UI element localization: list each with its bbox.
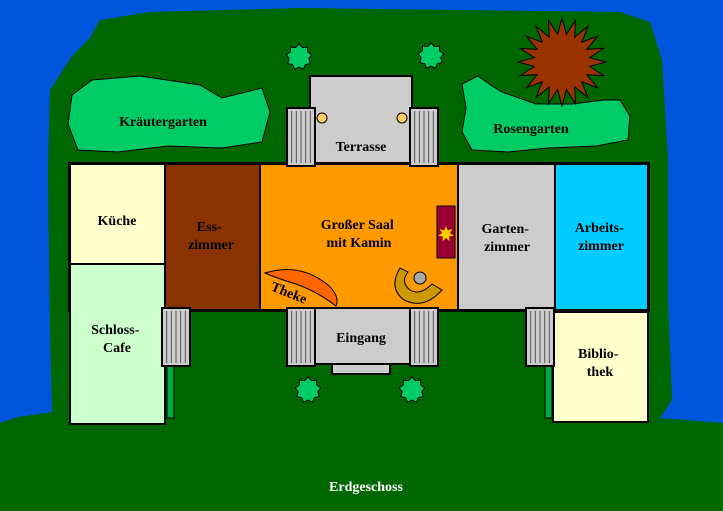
terrasse-label: Terrasse bbox=[336, 140, 387, 155]
theke-counter bbox=[263, 268, 338, 307]
rosengarten-area bbox=[461, 75, 631, 153]
kraeutergarten-label: Kräutergarten bbox=[119, 115, 207, 130]
kueche-area bbox=[69, 163, 166, 265]
gartenzimmer-area bbox=[457, 163, 556, 311]
esszimmer-area bbox=[164, 163, 261, 311]
arbeitszimmer-label: Arbeits- zimmer bbox=[575, 221, 628, 254]
kraeutergarten[interactable]: Kräutergarten bbox=[67, 75, 271, 153]
map-title: Erdgeschoss bbox=[329, 480, 403, 495]
sculpture-icon bbox=[394, 267, 443, 304]
sun-bush-shape bbox=[516, 16, 608, 108]
eingang-label: Eingang bbox=[336, 331, 386, 346]
terrasse[interactable]: Terrasse bbox=[309, 75, 413, 165]
shrub-icon bbox=[398, 376, 426, 403]
kueche-label: Küche bbox=[98, 214, 137, 229]
eingang[interactable]: Eingang bbox=[309, 307, 413, 375]
lamp-icon bbox=[396, 112, 408, 124]
schlosscafe-label-line: Cafe bbox=[103, 341, 131, 356]
shrub-shape bbox=[417, 42, 445, 69]
shrub-icon bbox=[417, 42, 445, 69]
schlosscafe[interactable]: Schloss- Cafe bbox=[69, 263, 166, 425]
kueche[interactable]: Küche bbox=[69, 163, 166, 265]
shrub-shape bbox=[285, 43, 313, 70]
shrub-icon bbox=[294, 376, 322, 403]
bibliothek-label-line: thek bbox=[587, 365, 614, 380]
column-group bbox=[161, 107, 555, 367]
shrub-shape bbox=[398, 376, 426, 403]
schlosscafe-area bbox=[69, 263, 166, 425]
shrub-shape bbox=[294, 376, 322, 403]
door-cafe[interactable] bbox=[166, 365, 175, 419]
column-icon bbox=[525, 307, 555, 367]
arbeitszimmer-label-line: zimmer bbox=[578, 239, 624, 254]
rosengarten[interactable]: Rosengarten bbox=[461, 75, 631, 153]
bibliothek[interactable]: Biblio- thek bbox=[552, 311, 649, 423]
gartenzimmer-label: Garten- zimmer bbox=[482, 222, 533, 255]
grosser-saal[interactable]: Großer Saal mit Kamin Theke bbox=[259, 163, 459, 311]
column-icon bbox=[409, 107, 439, 167]
flame-icon bbox=[438, 226, 454, 242]
column-icon bbox=[409, 307, 439, 367]
saal-label-line: mit Kamin bbox=[327, 236, 392, 251]
bibliothek-area bbox=[552, 311, 649, 423]
column-icon bbox=[286, 307, 316, 367]
shrub-icon bbox=[285, 43, 313, 70]
door-bibliothek[interactable] bbox=[544, 365, 553, 419]
fireplace-icon bbox=[436, 205, 456, 259]
saal-label-line: Großer Saal bbox=[321, 218, 394, 233]
stone-icon bbox=[413, 271, 427, 285]
saal-label: Großer Saal mit Kamin bbox=[321, 218, 398, 251]
gartenzimmer[interactable]: Garten- zimmer bbox=[457, 163, 556, 311]
column-icon bbox=[286, 107, 316, 167]
gartenzimmer-label-line: zimmer bbox=[484, 240, 530, 255]
column-icon bbox=[161, 307, 191, 367]
rosengarten-label: Rosengarten bbox=[493, 122, 569, 137]
lamp-icon bbox=[316, 112, 328, 124]
bibliothek-label-line: Biblio- bbox=[578, 347, 619, 362]
eingang-area bbox=[309, 307, 413, 365]
schlosscafe-label-line: Schloss- bbox=[91, 323, 140, 338]
kraeutergarten-area bbox=[67, 75, 271, 153]
bibliothek-label: Biblio- thek bbox=[578, 347, 622, 380]
gartenzimmer-label-line: Garten- bbox=[482, 222, 530, 237]
arbeitszimmer[interactable]: Arbeits- zimmer bbox=[554, 163, 649, 311]
esszimmer-label: Ess- zimmer bbox=[188, 220, 234, 253]
arbeitszimmer-area bbox=[554, 163, 649, 311]
esszimmer[interactable]: Ess- zimmer bbox=[164, 163, 261, 311]
esszimmer-label-line: zimmer bbox=[188, 238, 234, 253]
arbeitszimmer-label-line: Arbeits- bbox=[575, 221, 624, 236]
eingang-step bbox=[331, 363, 391, 375]
schlosscafe-label: Schloss- Cafe bbox=[91, 323, 143, 356]
sun-bush-icon bbox=[516, 16, 608, 108]
esszimmer-label-line: Ess- bbox=[197, 220, 222, 235]
